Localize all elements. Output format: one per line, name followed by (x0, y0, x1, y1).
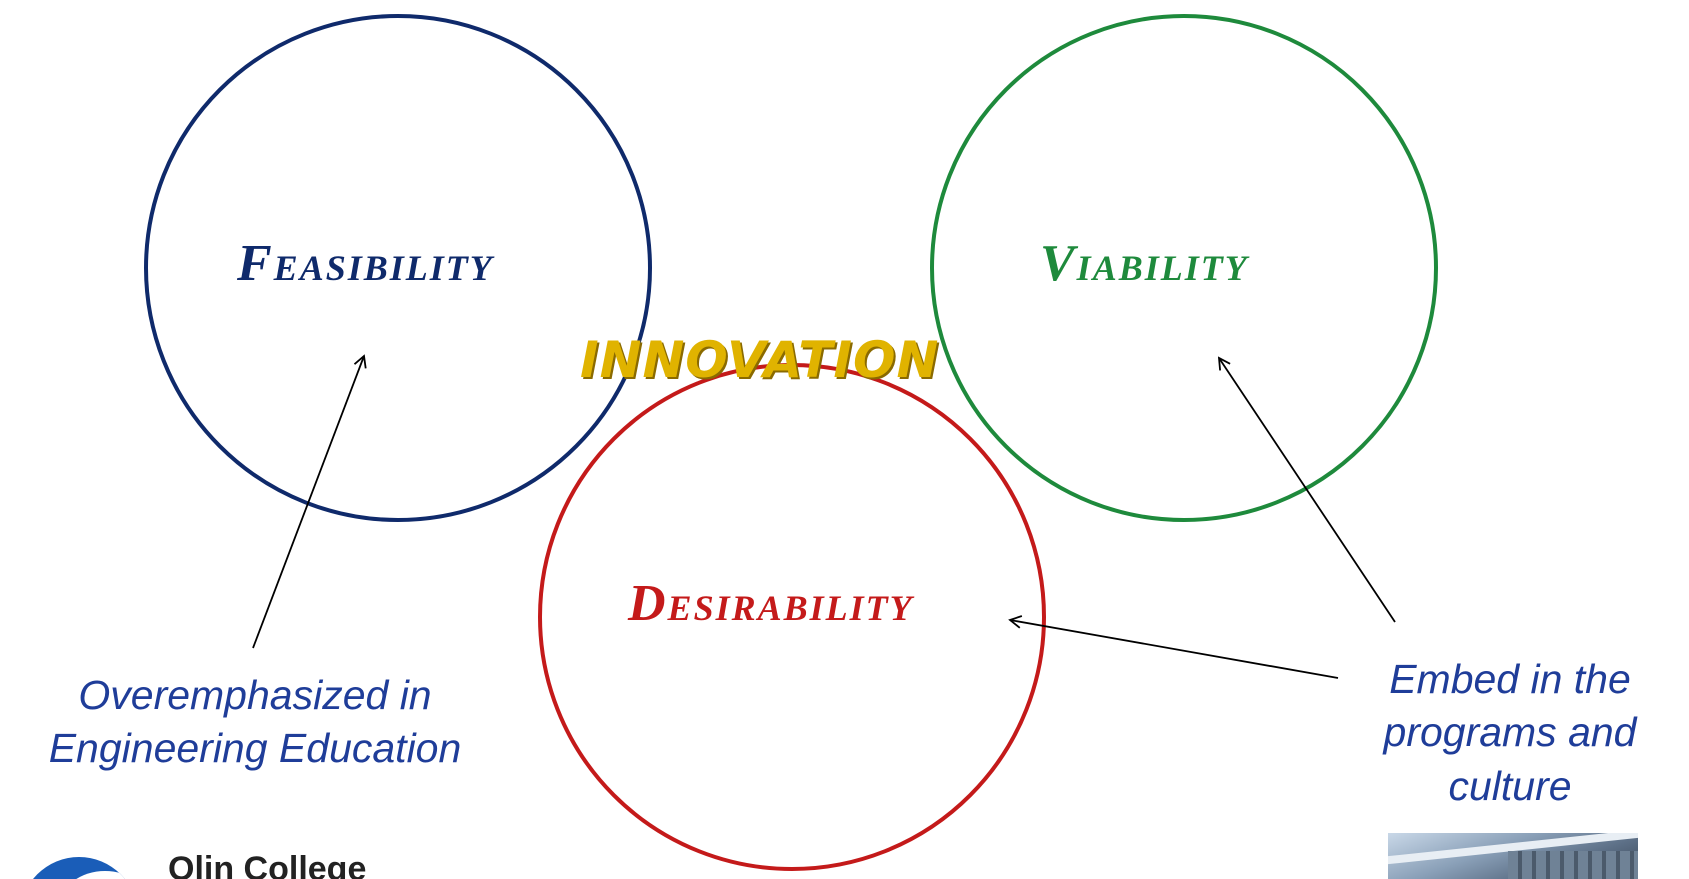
feasibility-label: Feasibility (237, 235, 494, 292)
left-annotation: Overemphasized in Engineering Education (0, 669, 510, 776)
feasibility-circle (144, 14, 652, 522)
campus-photo (1388, 833, 1638, 879)
viability-label: Viability (1040, 235, 1249, 292)
viability-circle (930, 14, 1438, 522)
left-annotation-line-2: Engineering Education (48, 725, 462, 772)
desirability-label: Desirability (628, 575, 914, 632)
innovation-label: INNOVATION (580, 331, 940, 389)
logo-text: Olin College (168, 850, 367, 879)
right-annotation-line-1: Embed in the (1389, 656, 1631, 702)
arrow-to-feasibility (252, 354, 367, 649)
arrow-to-viability (1217, 356, 1396, 623)
right-annotation-line-3: culture (1448, 762, 1572, 809)
arrow-to-desirability (1008, 615, 1339, 679)
left-annotation-line-1: Overemphasized in (78, 672, 432, 718)
right-annotation: Embed in the programs and culture (1335, 653, 1685, 813)
right-annotation-line-2: programs and (1383, 709, 1637, 756)
desirability-circle (538, 363, 1046, 871)
